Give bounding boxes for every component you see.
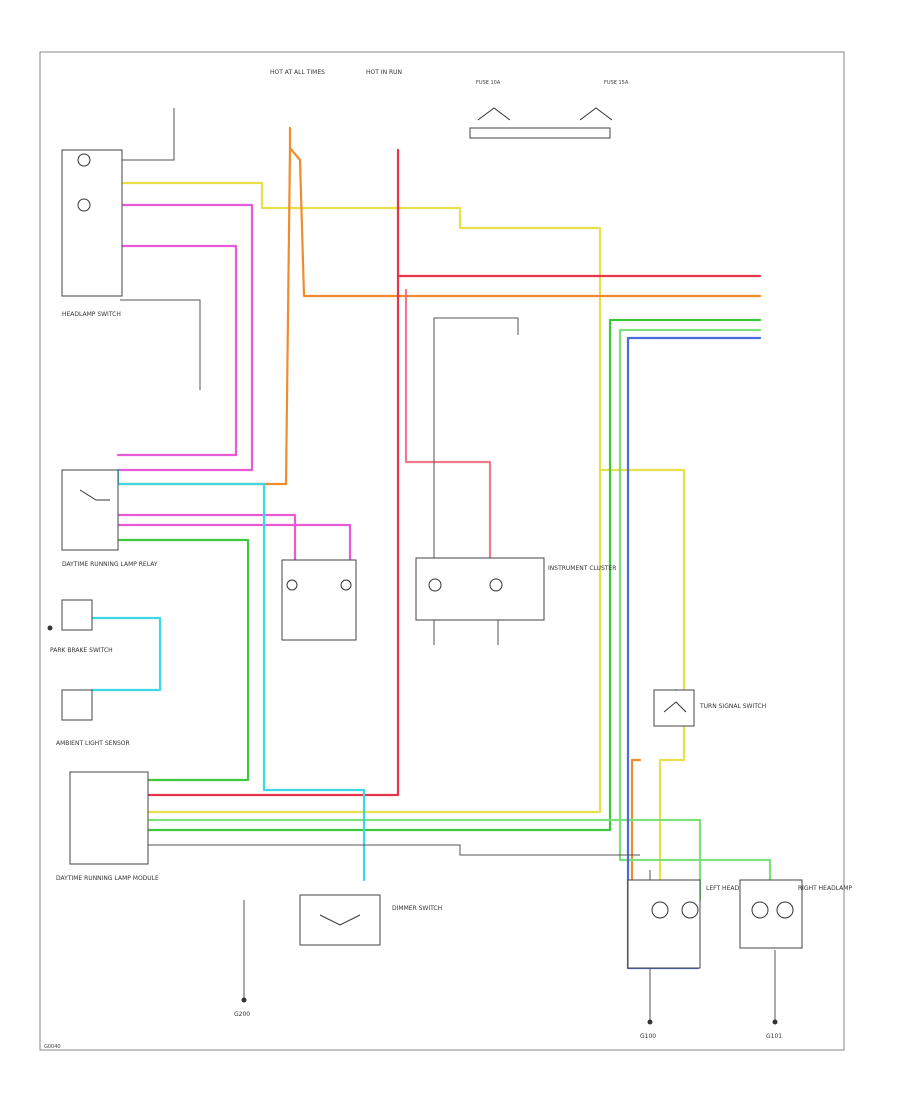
wire-green xyxy=(116,538,250,782)
headlamp-switch-icon xyxy=(77,153,91,167)
wire-pink-4 xyxy=(116,523,352,562)
top-fuse-label-a: FUSE 10A xyxy=(476,80,501,86)
top-fuse-label-b: FUSE 15A xyxy=(604,80,629,86)
wire-orange-3 xyxy=(630,758,642,882)
dimmer-switch-contact-icon xyxy=(319,914,361,926)
ground-center-label: G200 xyxy=(234,1011,250,1018)
turn-signal-switch-body xyxy=(653,689,695,727)
wire-gray-2 xyxy=(120,108,175,161)
wire-cyan xyxy=(90,616,162,692)
top-fuse-block xyxy=(469,127,611,139)
ground-center-icon xyxy=(241,997,247,1003)
wire-red-2 xyxy=(146,274,400,797)
top-switch-contact-icon xyxy=(477,107,511,121)
ground-left-label: G100 xyxy=(640,1033,656,1040)
top-switch-contact-icon-2 xyxy=(579,107,613,121)
wire-green-2 xyxy=(146,318,762,832)
instrument-cluster-body xyxy=(415,557,545,621)
ground-right-label: G101 xyxy=(766,1033,782,1040)
headlamp-switch-label: HEADLAMP SWITCH xyxy=(62,311,121,318)
park-brake-ground-icon xyxy=(47,625,53,631)
wire-pink xyxy=(116,203,254,472)
instrument-cluster-label: INSTRUMENT CLUSTER xyxy=(548,565,616,572)
wire-yellow-2 xyxy=(146,468,602,814)
footer-code: G0040 xyxy=(44,1044,61,1050)
park-brake-switch-body xyxy=(61,599,93,631)
wire-orange xyxy=(288,126,762,298)
wire-pink-3 xyxy=(116,513,297,562)
ambient-sensor-label: AMBIENT LIGHT SENSOR xyxy=(56,740,130,747)
indicator-lamp-icon-1 xyxy=(286,579,298,591)
wire-light-green xyxy=(146,818,702,902)
park-brake-switch-label: PARK BRAKE SWITCH xyxy=(50,647,113,654)
wire-gray xyxy=(148,844,640,856)
left-headlamp-bulb-icon xyxy=(651,901,669,919)
turn-signal-contact-icon xyxy=(663,701,687,713)
drl-relay-body xyxy=(61,469,119,551)
diagram-frame xyxy=(39,51,845,1051)
left-headlamp-body xyxy=(627,879,701,969)
cluster-lamp-icon-2 xyxy=(489,578,503,592)
right-headlamp-bulb-icon-2 xyxy=(776,901,794,919)
wire-gray-3 xyxy=(120,299,201,390)
drl-module-label: DAYTIME RUNNING LAMP MODULE xyxy=(56,875,159,882)
wire-light-green-2 xyxy=(618,328,772,902)
headlamp-switch-body xyxy=(61,149,123,297)
wire-light-red xyxy=(404,288,492,562)
wire-yellow xyxy=(118,181,686,692)
top-hot-label: HOT AT ALL TIMES xyxy=(270,69,325,76)
headlamp-switch-icon-2 xyxy=(77,198,91,212)
left-headlamp-bulb-icon-2 xyxy=(681,901,699,919)
turn-signal-switch-label: TURN SIGNAL SWITCH xyxy=(699,703,766,710)
dimmer-switch-label: DIMMER SWITCH xyxy=(392,905,442,912)
ground-right-icon xyxy=(772,1019,778,1025)
ambient-sensor-body xyxy=(61,689,93,721)
drl-module-body xyxy=(69,771,149,865)
right-headlamp-body xyxy=(739,879,803,949)
dimmer-switch-body xyxy=(299,894,381,946)
wire-dark xyxy=(433,317,519,560)
top-hot-run-label: HOT IN RUN xyxy=(366,69,402,76)
cluster-lamp-icon-1 xyxy=(428,578,442,592)
right-headlamp-bulb-icon xyxy=(751,901,769,919)
left-headlamp-label: LEFT HEADLAMP xyxy=(706,885,756,892)
wire-pink-2 xyxy=(116,244,238,457)
right-headlamp-label: RIGHT HEADLAMP xyxy=(798,885,852,892)
drl-relay-label: DAYTIME RUNNING LAMP RELAY xyxy=(62,561,158,568)
indicator-lamp-icon-2 xyxy=(340,579,352,591)
ground-left-icon xyxy=(647,1019,653,1025)
indicator-lamps-box xyxy=(281,559,357,641)
drl-relay-switch-icon xyxy=(79,489,110,501)
